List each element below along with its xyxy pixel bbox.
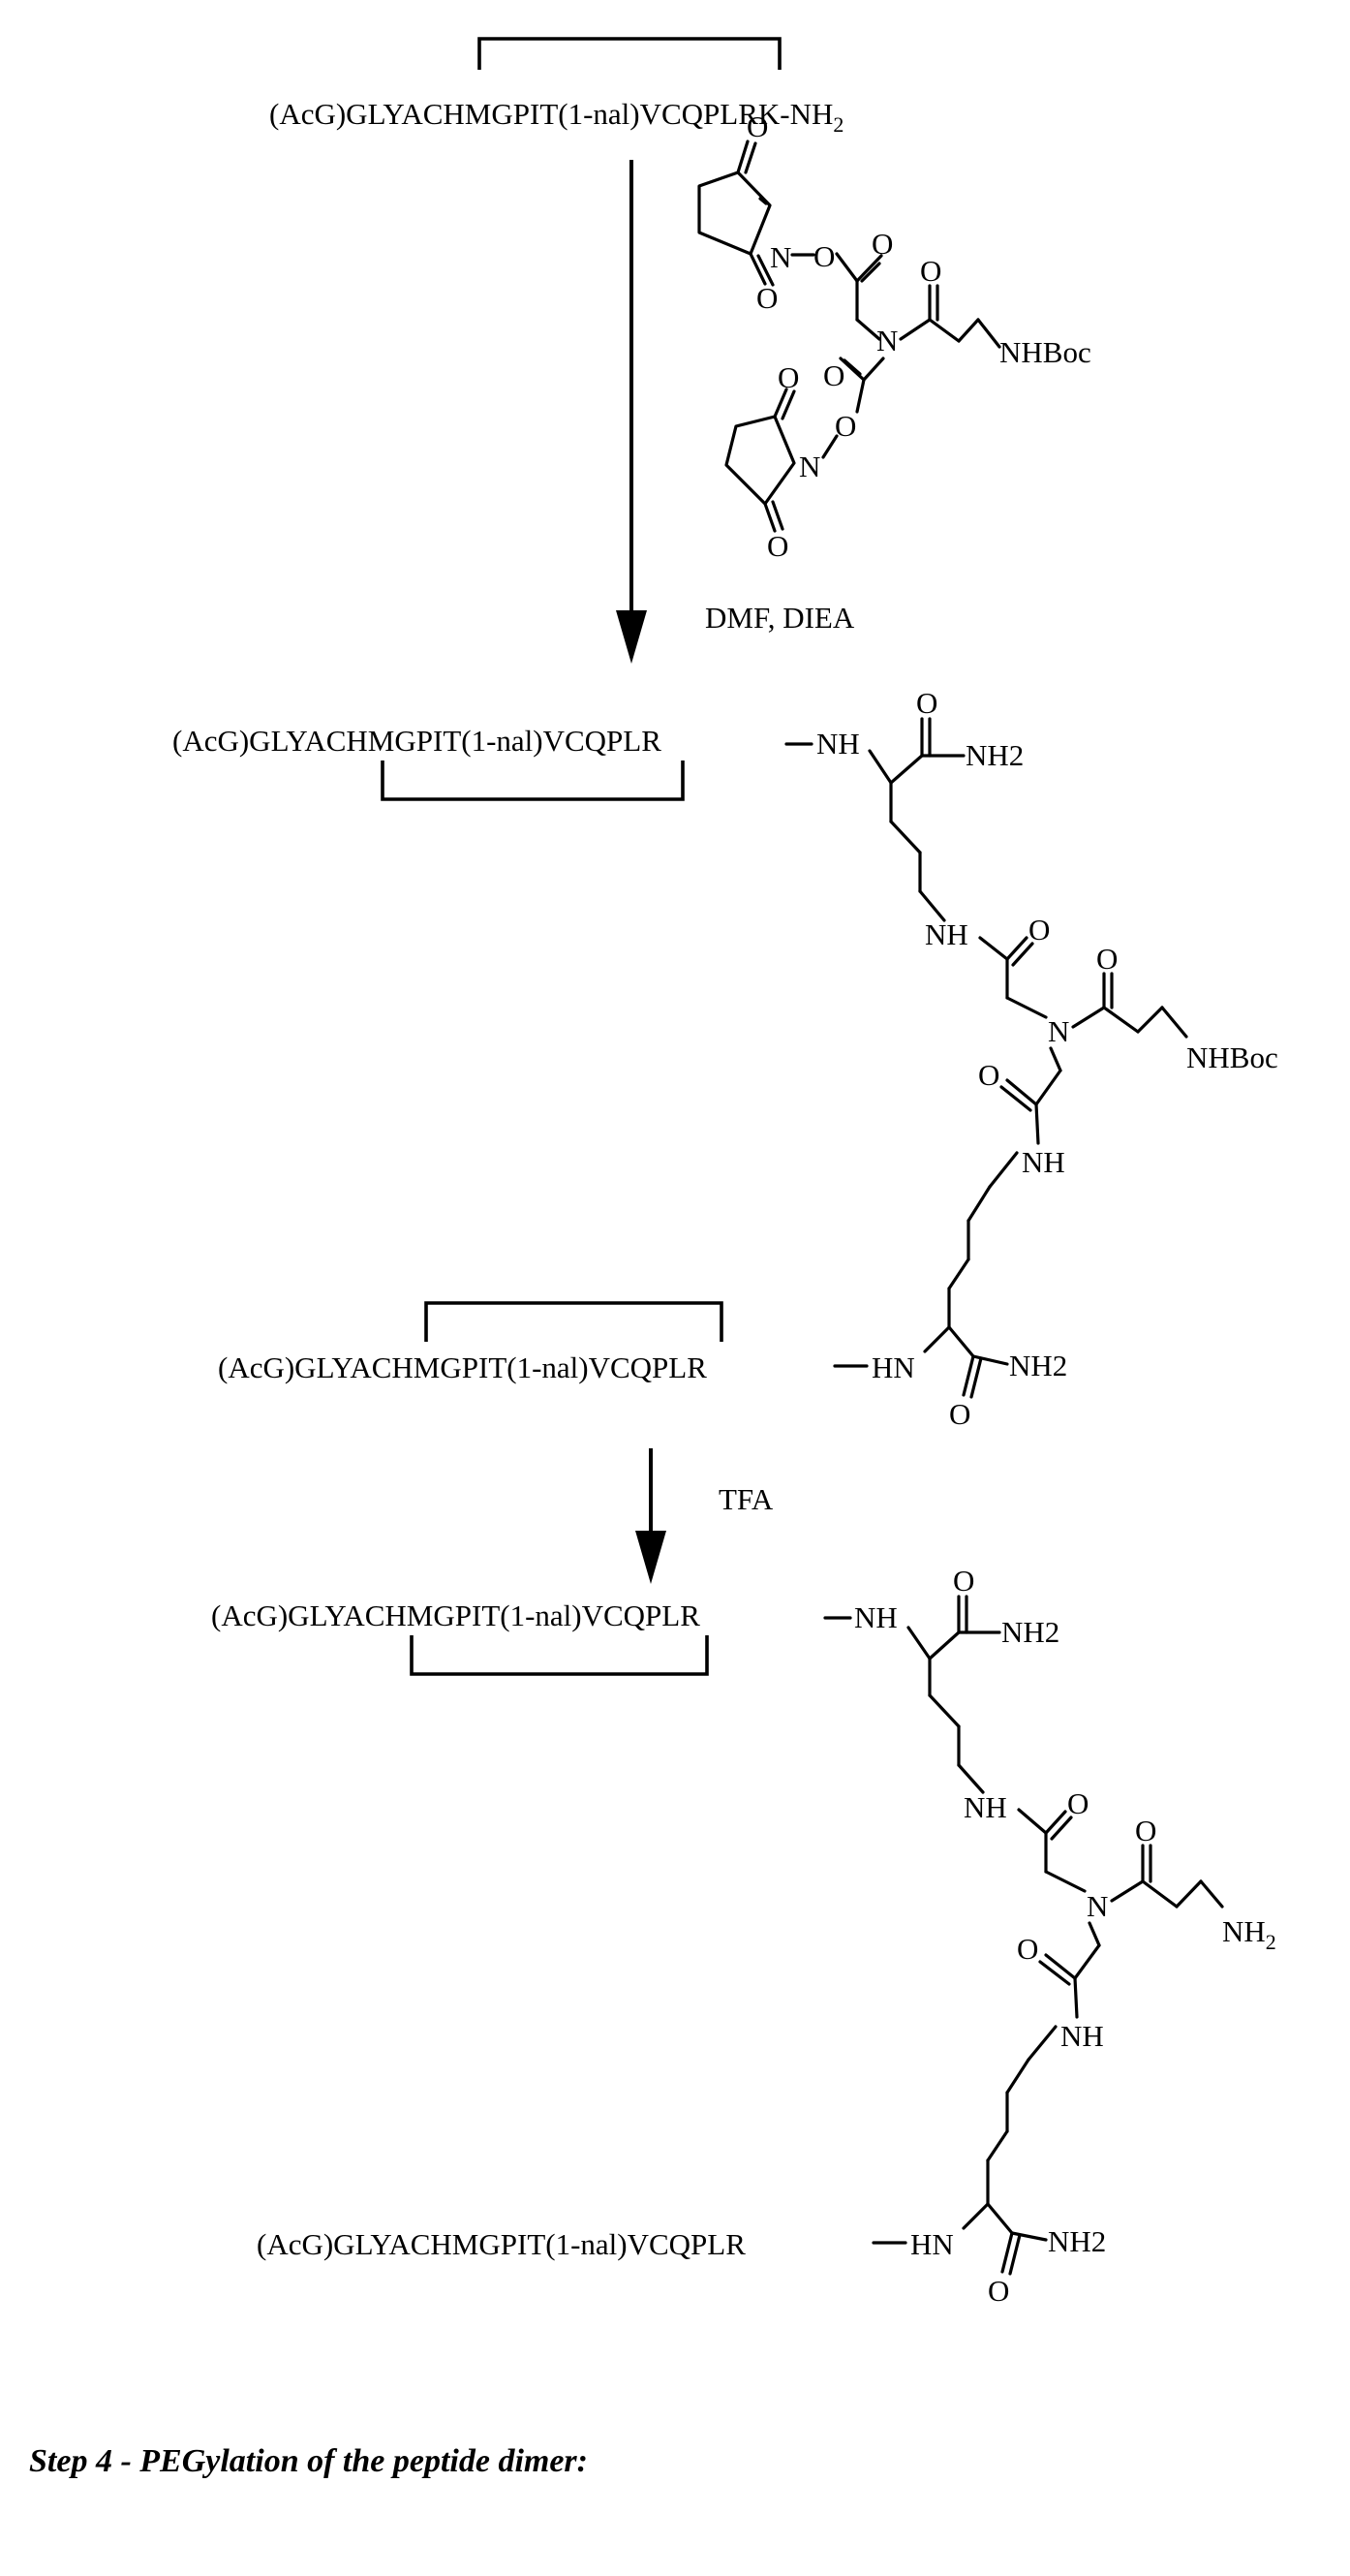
disulfide-bracket-upper: [383, 760, 683, 799]
oxygen-label: O: [1017, 1932, 1038, 1966]
oxygen-label: O: [1028, 913, 1050, 947]
oxygen-label: O: [767, 529, 788, 563]
boc-protected-dimer: (AcG)GLYACHMGPIT(1-nal)VCQPLR NH O NH2 N…: [172, 686, 1278, 1431]
nhboc-label: NHBoc: [999, 335, 1091, 369]
deprotected-dimer: (AcG)GLYACHMGPIT(1-nal)VCQPLR NH O NH2 N…: [211, 1564, 1276, 2308]
disulfide-bracket-product-upper: [412, 1635, 707, 1674]
bis-nhs-ester-reagent: O O N O O N O NHBoc O O N: [699, 109, 1091, 563]
oxygen-label: O: [813, 239, 835, 273]
disulfide-bracket-start: [479, 39, 780, 70]
oxygen-label: O: [872, 227, 893, 261]
nitrogen-label: N: [799, 450, 820, 483]
nh-label: NH: [964, 1790, 1007, 1824]
nh-label: NH: [1022, 1145, 1065, 1179]
oxygen-label: O: [778, 360, 799, 394]
nh2-label: NH2: [1222, 1914, 1276, 1954]
oxygen-label: O: [756, 281, 778, 315]
oxygen-label: O: [988, 2274, 1009, 2308]
oxygen-label: O: [949, 1397, 970, 1431]
tfa-label: TFA: [719, 1482, 774, 1516]
hn-label: HN: [872, 1350, 915, 1384]
nh2-label: NH2: [1009, 1349, 1067, 1382]
nitrogen-label: N: [1087, 1889, 1108, 1923]
oxygen-label: O: [978, 1058, 999, 1092]
reaction-conditions-label: DMF, DIEA: [705, 601, 855, 635]
hn-label: HN: [910, 2227, 954, 2261]
nh2-label: NH2: [1048, 2224, 1106, 2258]
oxygen-label: O: [916, 686, 937, 720]
oxygen-label: O: [1135, 1814, 1156, 1847]
oxygen-label: O: [1096, 942, 1118, 976]
intermediate-lower-sequence: (AcG)GLYACHMGPIT(1-nal)VCQPLR: [218, 1350, 707, 1384]
intermediate-upper-sequence: (AcG)GLYACHMGPIT(1-nal)VCQPLR: [172, 724, 661, 758]
nitrogen-label: N: [1048, 1014, 1069, 1048]
nhboc-label: NHBoc: [1186, 1040, 1278, 1074]
nh2-label: NH2: [1001, 1615, 1059, 1649]
nh-label: NH: [1060, 2019, 1104, 2053]
oxygen-label: O: [747, 109, 768, 143]
product-upper-sequence: (AcG)GLYACHMGPIT(1-nal)VCQPLR: [211, 1598, 700, 1632]
reaction-arrow-2: [635, 1448, 666, 1584]
nh-label: NH: [816, 727, 860, 760]
oxygen-label: O: [953, 1564, 974, 1598]
nh-label: NH: [925, 917, 968, 951]
oxygen-label: O: [920, 254, 941, 288]
oxygen-label: O: [823, 358, 844, 392]
step-heading: Step 4 - PEGylation of the peptide dimer…: [29, 2443, 588, 2480]
nitrogen-label: N: [876, 324, 898, 357]
product-lower-sequence: (AcG)GLYACHMGPIT(1-nal)VCQPLR: [257, 2227, 746, 2261]
reaction-arrow-1: [616, 160, 647, 664]
oxygen-label: O: [1067, 1786, 1089, 1820]
nitrogen-label: N: [770, 240, 791, 274]
disulfide-bracket-lower: [426, 1303, 721, 1342]
nh-label: NH: [854, 1600, 898, 1634]
oxygen-label: O: [835, 409, 856, 443]
nh2-label: NH2: [966, 738, 1024, 772]
